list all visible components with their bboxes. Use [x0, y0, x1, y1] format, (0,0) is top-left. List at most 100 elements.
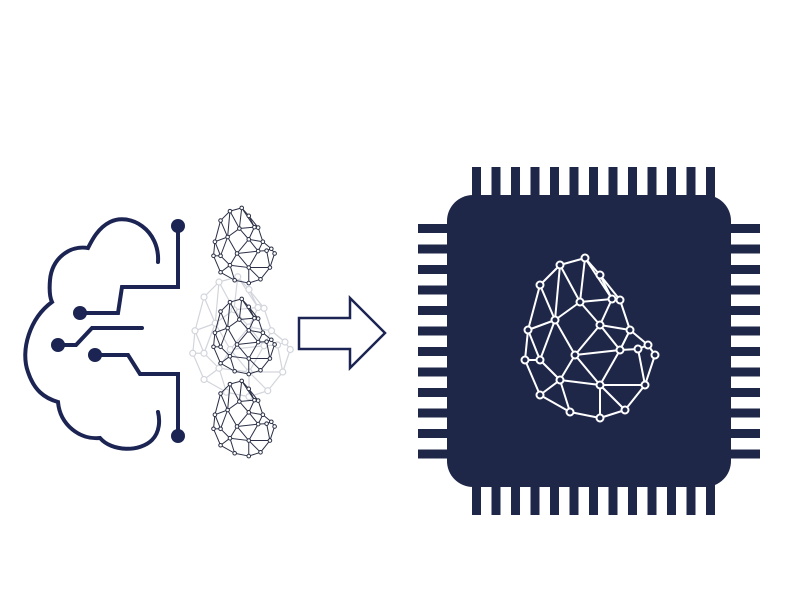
brain-outline [23, 217, 162, 451]
mesh-node [237, 317, 242, 322]
mesh-node [246, 328, 252, 333]
mesh-edge [248, 306, 259, 319]
mesh-node [234, 424, 240, 429]
chip-pin [667, 167, 676, 197]
mesh-edge [269, 344, 276, 359]
mesh-node [237, 226, 242, 231]
mesh-edge [234, 452, 249, 457]
mesh-node [246, 453, 252, 459]
mesh-edge [229, 355, 249, 360]
mesh-node [272, 251, 277, 256]
chip-pin [729, 306, 760, 315]
mesh-edge [559, 264, 581, 303]
mesh-node [232, 450, 237, 456]
mesh-node [523, 325, 533, 335]
mesh-edge [227, 401, 240, 411]
mesh-node [643, 340, 653, 350]
mesh-node [225, 407, 230, 413]
mesh-edge [574, 324, 601, 356]
mesh-node [615, 295, 625, 305]
chip-pin [608, 167, 618, 197]
mesh-node [237, 399, 242, 404]
mesh-edge [236, 344, 250, 359]
mesh-edge [248, 411, 263, 416]
mesh-node [550, 315, 560, 325]
mesh-edge [229, 438, 236, 454]
face-mesh-small [211, 296, 277, 377]
mesh-node [232, 368, 237, 374]
chip-pin [706, 485, 715, 515]
mesh-node [218, 426, 223, 432]
mesh-edge [524, 329, 529, 361]
mesh-node [218, 442, 223, 448]
chip-pin [729, 388, 760, 397]
mesh-edge [599, 274, 621, 301]
mesh-node [565, 407, 575, 417]
mesh-edge [229, 210, 240, 229]
arrow-right-icon [297, 294, 387, 372]
mesh-edge [248, 326, 272, 332]
mesh-node [264, 339, 269, 344]
mesh-edge [539, 394, 571, 413]
mesh-node [215, 278, 223, 286]
mesh-edge [192, 353, 205, 380]
mesh-edge [260, 267, 271, 280]
mesh-node [260, 412, 266, 418]
mesh-node [218, 253, 223, 259]
mesh-node [279, 368, 287, 376]
mesh-node [211, 253, 216, 259]
mesh-node [225, 325, 230, 331]
mesh-edge [214, 220, 222, 242]
mesh-node [254, 303, 262, 312]
mesh-edge [236, 426, 250, 441]
mesh-edge [260, 440, 271, 453]
chip-pin [418, 326, 449, 336]
mesh-edge [194, 330, 205, 354]
mesh-edge [226, 391, 250, 398]
mesh-node [246, 386, 252, 392]
mesh-node [535, 280, 545, 290]
mesh-node [227, 435, 233, 441]
mesh-node [225, 234, 230, 240]
mesh-node [264, 421, 269, 426]
mesh-edge [203, 323, 216, 354]
mesh-node [615, 345, 625, 355]
mesh-edge [248, 423, 259, 441]
chip-pin [418, 408, 449, 418]
mesh-edge [236, 239, 250, 254]
chip-pin [729, 367, 760, 377]
mesh-edge [213, 255, 222, 273]
mesh-edge [236, 250, 259, 254]
mesh-edge [554, 301, 581, 321]
mesh-edge [233, 276, 239, 310]
mesh-node [246, 438, 252, 443]
mesh-node [239, 296, 245, 302]
circuit-line-top [78, 223, 180, 315]
mesh-node [211, 344, 216, 350]
mesh-node [218, 344, 223, 350]
chip-pin [511, 167, 520, 197]
mesh-edge [229, 264, 249, 269]
chip-pin [472, 485, 481, 515]
mesh-edge [276, 344, 284, 373]
mesh-edge [260, 358, 271, 371]
mesh-edge [203, 296, 216, 324]
mesh-node [239, 378, 245, 384]
mesh-edge [227, 211, 231, 238]
chip-pin [729, 326, 760, 336]
mesh-edge [229, 326, 250, 350]
mesh-edge [213, 428, 222, 446]
mesh-edge [238, 228, 250, 240]
mesh-node [245, 285, 253, 294]
mesh-edge [236, 341, 259, 345]
mesh-node [246, 265, 252, 270]
mesh-edge [238, 207, 243, 229]
mesh-edge [234, 279, 249, 284]
mesh-node [252, 397, 257, 403]
mesh-edge [257, 227, 264, 242]
mesh-edge [220, 393, 229, 411]
mesh-edge [220, 409, 229, 429]
mesh-edge [239, 226, 255, 230]
mesh-edge [220, 327, 229, 347]
mesh-edge [227, 327, 238, 345]
